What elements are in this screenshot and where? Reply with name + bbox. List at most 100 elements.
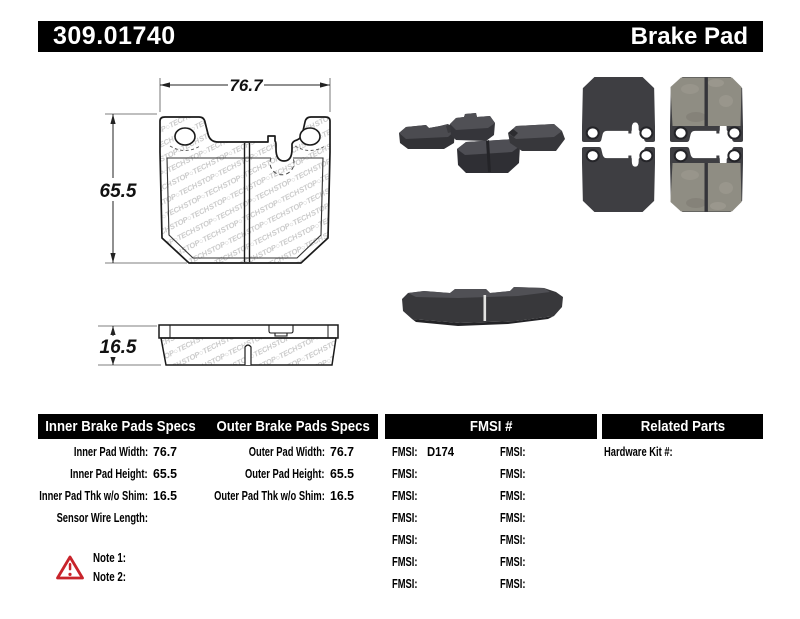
row-value: 16.5 <box>153 488 178 503</box>
watermark-text: STOP○TECH <box>301 77 344 105</box>
watermark-text: STOP○TECH <box>85 242 107 270</box>
related-parts-header-label: Related Parts <box>640 418 725 435</box>
watermark-text: STOP○TECH <box>221 274 264 302</box>
table-row: Inner Pad Height:65.5 <box>38 463 198 485</box>
watermark-text: STOP○TECH <box>346 215 355 243</box>
row-label: FMSI: <box>392 576 418 591</box>
row-value: 76.7 <box>330 444 355 459</box>
watermark-text: STOP○TECH <box>345 260 355 288</box>
pad-photo-back <box>582 147 655 212</box>
watermark-text: STOP○TECH <box>329 146 355 174</box>
row-value: 16.5 <box>330 488 355 503</box>
row-label: Outer Pad Width: <box>248 444 325 459</box>
watermark-text: STOP○TECH <box>109 199 152 227</box>
watermark-text: STOP○TECH <box>264 70 307 81</box>
watermark-text: STOP○TECH <box>85 198 127 226</box>
row-label: FMSI: <box>500 488 526 503</box>
watermark-text: STOP○TECH <box>337 259 355 287</box>
watermark-text: STOP○TECH <box>305 279 348 307</box>
watermark-text: STOP○TECH <box>85 265 119 293</box>
watermark-text: STOP○TECH <box>85 152 111 180</box>
watermark-text: STOP○TECH <box>139 291 182 319</box>
row-label: FMSI: <box>500 532 526 547</box>
watermark-text: STOP○TECH <box>338 214 355 242</box>
watermark-text: STOP○TECH <box>115 357 158 380</box>
watermark-text: STOP○TECH <box>340 70 355 85</box>
watermark-text: STOP○TECH <box>85 286 98 314</box>
watermark-text: STOP○TECH <box>85 220 121 248</box>
watermark-text: STOP○TECH <box>123 70 166 94</box>
watermark-text: STOP○TECH <box>251 366 294 380</box>
watermark-text: STOP○TECH <box>286 255 329 283</box>
table-row: Inner Pad Thk w/o Shim: 16.5 <box>38 485 198 507</box>
fmsi-header-label: FMSI # <box>469 418 513 435</box>
row-label: FMSI: <box>500 444 526 459</box>
watermark-text: STOP○TECH <box>93 154 136 182</box>
row-label: Inner Pad Thk w/o Shim: <box>39 488 148 503</box>
row-label: Outer Pad Thk w/o Shim: <box>214 488 325 503</box>
watermark-text: STOP○TECH <box>348 170 355 198</box>
watermark-text: STOP○TECH <box>85 287 106 315</box>
pad-photo-back <box>582 77 655 142</box>
watermark-text: STOP○TECH <box>241 298 284 326</box>
watermark-text: STOP○TECH <box>121 223 164 251</box>
watermark-text: STOP○TECH <box>85 130 117 158</box>
watermark-text: STOP○TECH <box>156 292 199 320</box>
watermark-text: STOP○TECH <box>272 277 315 305</box>
watermark-text: STOP○TECH <box>346 326 355 354</box>
watermark-text: STOP○TECH <box>127 268 170 296</box>
watermark-text: STOP○TECH <box>246 275 289 303</box>
watermark-text: STOP○TECH <box>187 70 230 76</box>
table-row: Inner Pad Width:76.7 <box>38 441 198 463</box>
row-label: FMSI: <box>392 510 418 525</box>
watermark-text: STOP○TECH <box>85 219 113 247</box>
watermark-text: STOP○TECH <box>111 155 154 183</box>
watermark-text: STOP○TECH <box>136 70 179 73</box>
warning-icon <box>56 555 84 580</box>
watermark-text: STOP○TECH <box>115 245 158 273</box>
watermark-text: STOP○TECH <box>95 109 138 137</box>
watermark-text: STOP○TECH <box>333 236 355 264</box>
watermark-text: STOP○TECH <box>134 89 177 117</box>
watermark-text: STOP○TECH <box>111 70 154 71</box>
watermark-text: STOP○TECH <box>354 327 355 355</box>
product-type: Brake Pad <box>630 22 748 50</box>
watermark-text: STOP○TECH <box>325 235 355 263</box>
watermark-text: STOP○TECH <box>119 267 162 295</box>
watermark-text: STOP○TECH <box>266 299 309 327</box>
watermark-text: STOP○TECH <box>268 75 311 103</box>
watermark-text: STOP○TECH <box>140 70 183 95</box>
row-label: Outer Pad Height: <box>245 466 325 481</box>
row-label: FMSI: <box>392 532 418 547</box>
watermark-text: STOP○TECH <box>85 309 109 337</box>
watermark-text: STOP○TECH <box>101 267 144 295</box>
table-row: Outer Pad Width: 76.7 <box>175 441 365 463</box>
watermark-text: STOP○TECH <box>89 70 132 92</box>
watermark-text: STOP○TECH <box>131 291 174 319</box>
watermark-text: STOP○TECH <box>103 222 146 250</box>
watermark-text: STOP○TECH <box>350 237 355 265</box>
watermark-text: STOP○TECH <box>166 70 209 97</box>
watermark-text: STOP○TECH <box>343 304 355 332</box>
watermark-text: STOP○TECH <box>276 76 319 104</box>
watermark-text: STOP○TECH <box>97 70 140 93</box>
watermark-text: STOP○TECH <box>99 311 142 339</box>
watermark-text: STOP○TECH <box>315 70 355 84</box>
row-label: Inner Pad Height: <box>70 466 148 481</box>
watermark-text: STOP○TECH <box>85 378 127 380</box>
row-value: 65.5 <box>330 466 355 481</box>
watermark-text: STOP○TECH <box>115 70 158 93</box>
watermark-text: STOP○TECH <box>340 169 355 197</box>
watermark-text: STOP○TECH <box>335 192 355 220</box>
row-label: FMSI: <box>392 488 418 503</box>
fmsi-header: FMSI # <box>385 414 597 439</box>
row-label: FMSI: <box>392 444 418 459</box>
watermark-text: STOP○TECH <box>195 272 238 300</box>
watermark-text: STOP○TECH <box>85 264 94 292</box>
row-label: Note 2: <box>93 568 127 584</box>
watermark-text: STOP○TECH <box>327 79 355 107</box>
watermark-text: STOP○TECH <box>85 70 90 90</box>
watermark-text: STOP○TECH <box>126 88 169 116</box>
part-number: 309.01740 <box>53 22 176 50</box>
